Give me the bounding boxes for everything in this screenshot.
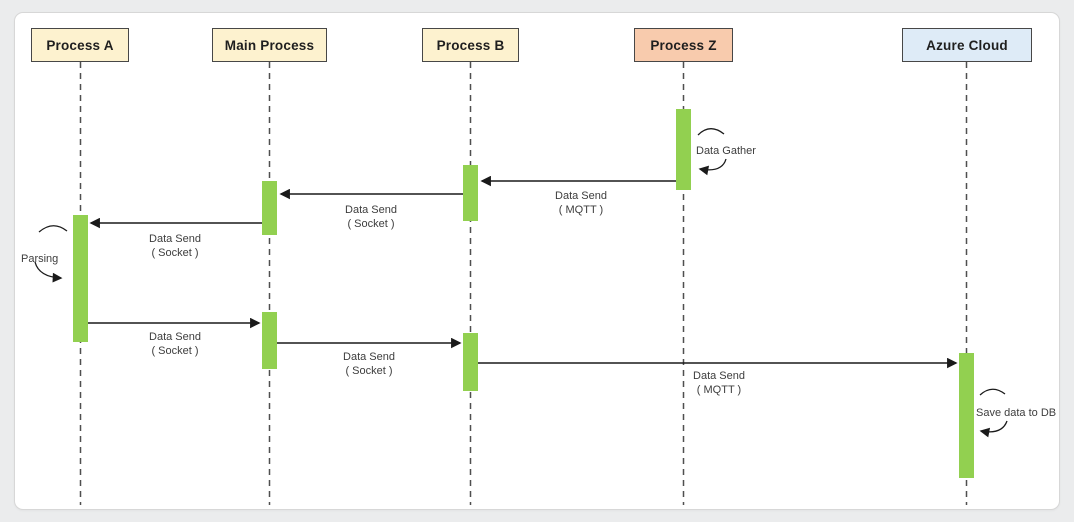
activation-bar-azure-cloud: [959, 353, 974, 478]
message-label-line2: ( Socket ): [347, 218, 395, 230]
message-label-a-to-main: Data Send ( Socket ): [149, 330, 201, 358]
message-label-b-to-main: Data Send ( Socket ): [345, 203, 397, 231]
participant-azure-cloud: Azure Cloud: [902, 28, 1032, 62]
participant-process-z: Process Z: [634, 28, 733, 62]
message-label-line2: ( MQTT ): [696, 384, 742, 396]
self-message-arc-parsing: [38, 225, 68, 233]
activation-bar-main-process-1: [262, 181, 277, 235]
self-message-label-parsing: Parsing: [21, 253, 59, 265]
self-message-arc-save-data: [979, 388, 1006, 396]
participant-main-process: Main Process: [212, 28, 327, 62]
message-label-line1: Data Send: [555, 190, 607, 202]
participant-label: Process B: [436, 37, 505, 53]
self-message-arrow-parsing: [34, 261, 63, 283]
self-message-label-data-gather: Data Gather: [696, 145, 756, 157]
participant-label: Main Process: [224, 37, 315, 53]
self-message-arc-data-gather: [697, 128, 725, 136]
sequence-lines-layer: [34, 62, 1008, 505]
self-message-arrow-save-data: [979, 420, 1008, 438]
activation-bar-process-b-2: [463, 333, 478, 391]
participant-label: Process Z: [650, 37, 717, 53]
message-label-b-to-azure: Data Send ( MQTT ): [693, 369, 745, 397]
participant-process-a: Process A: [31, 28, 129, 62]
message-label-line1: Data Send: [149, 331, 201, 343]
participant-label: Process A: [46, 37, 114, 53]
activation-bar-process-b-1: [463, 165, 478, 221]
diagram-canvas: Process A Main Process Process B Process…: [14, 12, 1060, 510]
message-label-line2: ( Socket ): [151, 345, 199, 357]
activation-bar-process-z: [676, 109, 691, 190]
self-message-label-save-data: Save data to DB: [976, 407, 1057, 419]
participant-process-b: Process B: [422, 28, 519, 62]
message-label-main-to-a: Data Send ( Socket ): [149, 232, 201, 260]
message-label-z-to-b: Data Send ( MQTT ): [555, 189, 607, 217]
message-label-line1: Data Send: [149, 233, 201, 245]
message-label-line1: Data Send: [343, 351, 395, 363]
message-label-line2: ( MQTT ): [558, 204, 604, 216]
activation-bar-process-a: [73, 215, 88, 342]
self-message-arrow-data-gather: [698, 158, 727, 176]
message-label-line1: Data Send: [693, 370, 745, 382]
activation-bar-main-process-2: [262, 312, 277, 369]
message-label-line1: Data Send: [345, 204, 397, 216]
participant-label: Azure Cloud: [926, 37, 1008, 53]
message-label-line2: ( Socket ): [345, 365, 393, 377]
message-label-line2: ( Socket ): [151, 247, 199, 259]
message-label-main-to-b: Data Send ( Socket ): [343, 350, 395, 378]
